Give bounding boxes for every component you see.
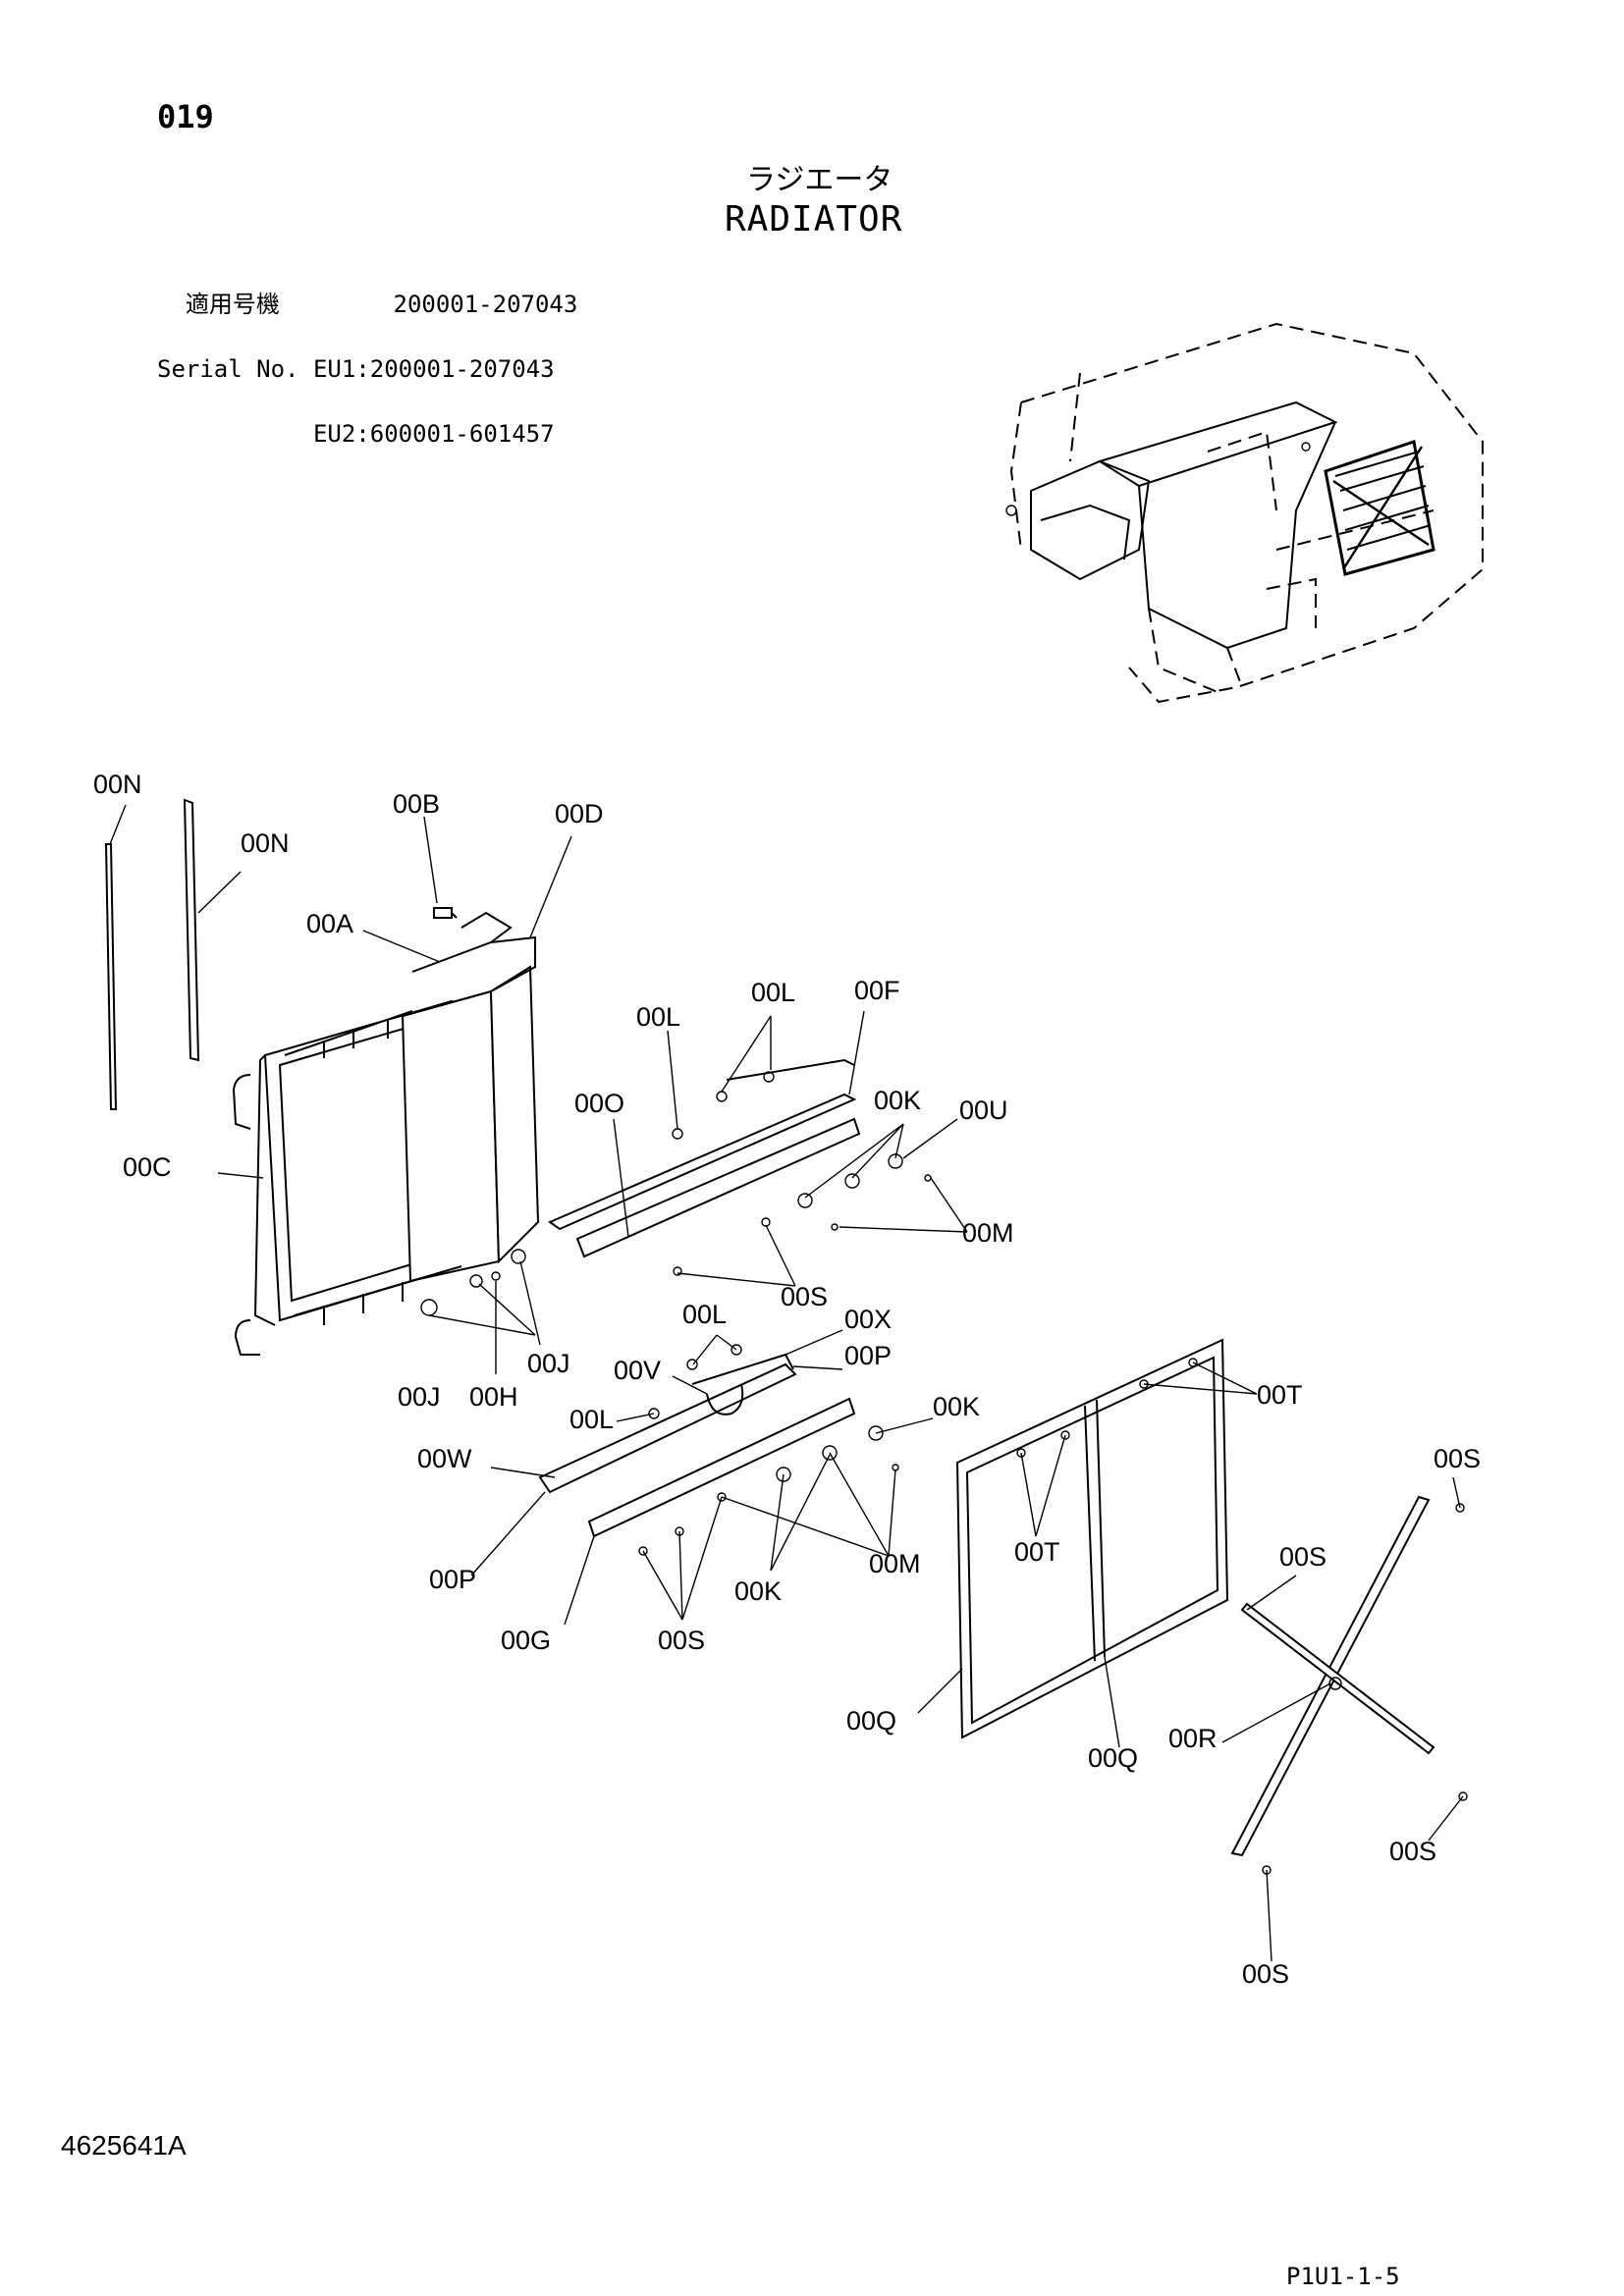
callout-label: 00D	[555, 799, 604, 828]
callout-label: 00Q	[846, 1706, 896, 1735]
callout-leaders	[109, 804, 1464, 1962]
callout-label: 00B	[393, 789, 440, 819]
lower-bracket-assembly	[538, 1344, 899, 1556]
radiator-core	[232, 906, 540, 1356]
callout-label: 00H	[469, 1382, 518, 1412]
callout-labels: 00N 00N 00B 00D 00A 00C 00L 00L 00F 00O …	[93, 770, 1481, 1989]
callout-label: 00S	[1389, 1837, 1436, 1866]
callout-label: 00L	[636, 1002, 680, 1032]
callout-label: 00S	[1434, 1444, 1481, 1473]
callout-label: 00M	[962, 1218, 1014, 1248]
callout-label: 00N	[93, 770, 142, 799]
callout-label: 00S	[781, 1282, 828, 1311]
callout-label: 00F	[854, 976, 900, 1005]
callout-label: 00S	[658, 1626, 705, 1655]
callout-label: 00J	[398, 1382, 441, 1412]
callout-label: 00K	[933, 1392, 980, 1421]
page-reference: P1U1-1-5	[1286, 2263, 1400, 2290]
page-number: 019	[157, 98, 214, 135]
callout-label: 00C	[123, 1152, 172, 1182]
machine-location-inset	[1005, 322, 1484, 704]
callout-label: 00L	[751, 978, 795, 1007]
serial-line: EU2:600001-601457	[157, 420, 555, 448]
callout-label: 00S	[1279, 1542, 1326, 1572]
callout-label: 00J	[527, 1349, 570, 1378]
callout-label: 00P	[429, 1565, 476, 1594]
serial-line: Serial No. EU1:200001-207043	[157, 355, 555, 383]
seal-strips	[104, 798, 200, 1110]
callout-label: 00M	[869, 1549, 921, 1578]
document-id: 4625641A	[61, 2130, 187, 2161]
callout-label: 00N	[241, 828, 290, 858]
serial-line: 適用号機 200001-207043	[157, 291, 578, 318]
callout-label: 00O	[574, 1089, 624, 1118]
callout-label: 00L	[569, 1405, 614, 1434]
callout-label: 00K	[734, 1576, 782, 1606]
callout-label: 00A	[306, 909, 353, 938]
callout-label: 00K	[874, 1086, 921, 1115]
callout-label: 00V	[614, 1356, 661, 1385]
callout-label: 00P	[844, 1341, 892, 1370]
callout-label: 00G	[501, 1626, 551, 1655]
callout-label: 00T	[1014, 1537, 1060, 1567]
callout-label: 00S	[1242, 1959, 1289, 1989]
title-japanese: ラジエータ	[746, 163, 893, 197]
cross-brace	[1230, 1495, 1468, 1875]
callout-label: 00U	[959, 1095, 1008, 1125]
callout-label: 00T	[1257, 1380, 1303, 1410]
screen-frame	[955, 1338, 1229, 1739]
callout-label: 00Q	[1088, 1743, 1138, 1773]
page-title: RADIATOR	[725, 199, 903, 240]
callout-label: 00L	[682, 1300, 727, 1329]
upper-bracket-assembly	[547, 1058, 932, 1276]
callout-label: 00X	[844, 1305, 892, 1334]
serial-applicability: 適用号機 200001-207043 Serial No. EU1:200001…	[157, 250, 577, 488]
callout-label: 00R	[1168, 1724, 1218, 1753]
callout-label: 00W	[417, 1444, 472, 1473]
